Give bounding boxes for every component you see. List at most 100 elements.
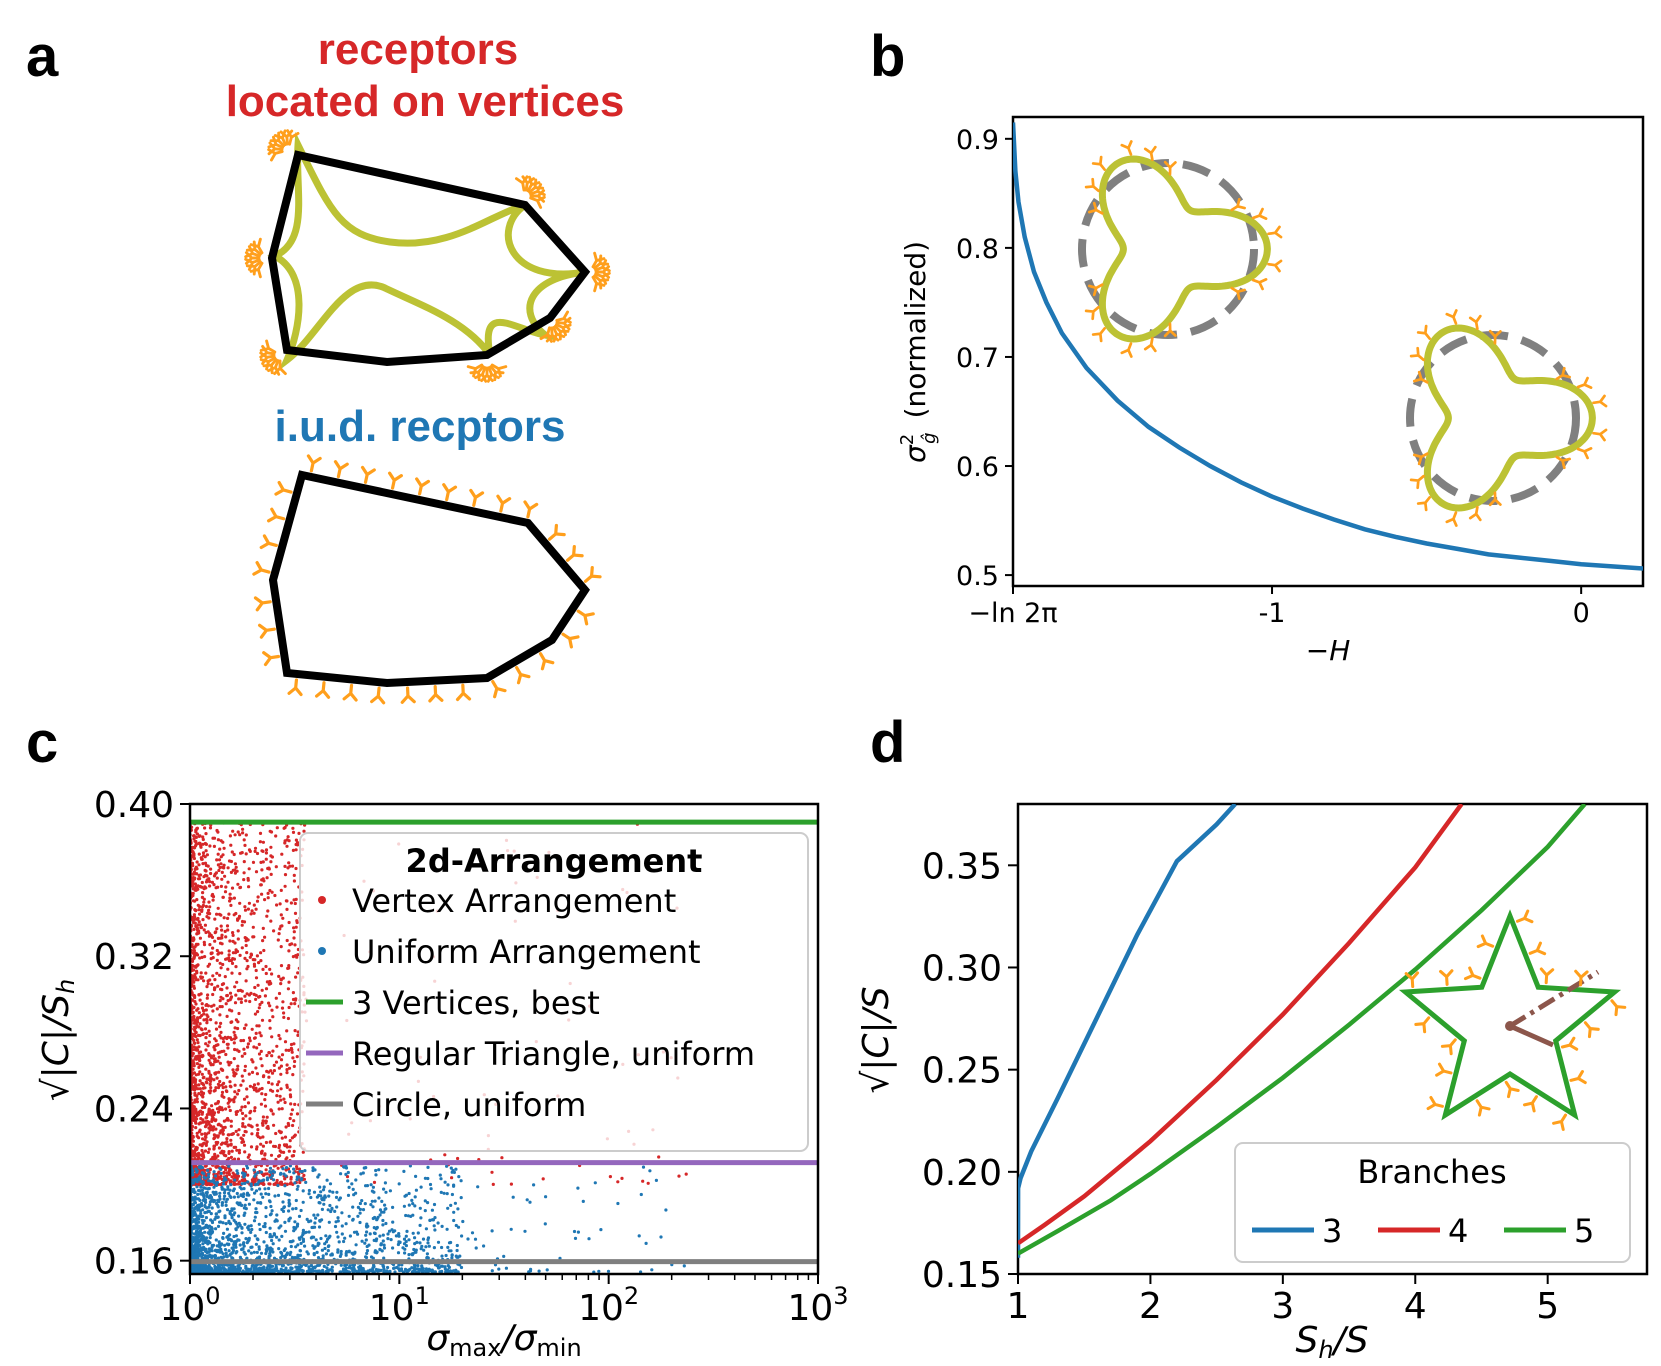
- scatter-point: [255, 1046, 259, 1050]
- scatter-point: [247, 1036, 252, 1040]
- scatter-point: [228, 1210, 232, 1214]
- scatter-point: [192, 1038, 196, 1042]
- scatter-point: [193, 915, 197, 919]
- scatter-point: [423, 1176, 427, 1180]
- scatter-point: [234, 1129, 238, 1133]
- y-label-b-rest: (normalized): [899, 241, 932, 418]
- scatter-point: [558, 1256, 562, 1260]
- scatter-point: [277, 1238, 281, 1242]
- scatter-point: [372, 1231, 377, 1235]
- receptor-icon: [252, 560, 271, 576]
- scatter-point: [334, 1195, 339, 1199]
- scatter-point: [268, 1140, 272, 1144]
- scatter-point: [208, 1128, 212, 1132]
- scatter-point: [229, 1142, 233, 1146]
- scatter-point: [270, 890, 274, 894]
- series-lines-d: [1018, 804, 1587, 1258]
- scatter-point: [445, 1164, 449, 1168]
- series-line-b: [1013, 122, 1643, 571]
- scatter-point: [264, 848, 269, 852]
- scatter-point: [277, 1055, 281, 1059]
- scatter-point: [203, 1176, 207, 1180]
- receptor-icon: [1576, 447, 1593, 460]
- scatter-point: [244, 833, 248, 837]
- scatter-point: [382, 1187, 386, 1191]
- scatter-point: [213, 1088, 217, 1092]
- uniform-receptor-shape: [252, 454, 602, 705]
- scatter-point: [191, 1143, 195, 1147]
- scatter-point: [285, 938, 289, 943]
- scatter-point: [227, 1169, 231, 1173]
- scatter-point: [234, 965, 238, 969]
- scatter-point: [204, 930, 208, 935]
- scatter-point: [407, 1191, 411, 1196]
- scatter-point: [369, 1203, 373, 1207]
- scatter-point: [202, 1186, 206, 1190]
- receptor-icon: [583, 566, 602, 583]
- scatter-point: [256, 1131, 260, 1135]
- legend-marker-c: [318, 896, 326, 904]
- scatter-point: [201, 1208, 205, 1212]
- scatter-point: [394, 1234, 398, 1238]
- scatter-point: [258, 1087, 262, 1091]
- scatter-point: [228, 1008, 232, 1012]
- scatter-point: [224, 1203, 228, 1207]
- scatter-point: [202, 887, 206, 891]
- scatter-point: [218, 1061, 222, 1065]
- scatter-point: [232, 1057, 236, 1061]
- scatter-point: [260, 1064, 264, 1068]
- scatter-point: [207, 1231, 211, 1235]
- scatter-point: [219, 1270, 223, 1274]
- scatter-point: [246, 964, 250, 969]
- scatter-point: [411, 1231, 415, 1235]
- scatter-point: [371, 1216, 375, 1221]
- scatter-point: [405, 1229, 409, 1233]
- scatter-point: [204, 869, 208, 873]
- scatter-point: [301, 1231, 305, 1235]
- scatter-point: [205, 1013, 209, 1017]
- scatter-point: [279, 1064, 283, 1068]
- scatter-point: [211, 892, 215, 897]
- scatter-point: [221, 982, 226, 986]
- scatter-point: [237, 1148, 241, 1152]
- scatter-point: [257, 1247, 261, 1251]
- scatter-point: [203, 1135, 208, 1139]
- scatter-point: [346, 1179, 350, 1183]
- scatter-point: [245, 959, 249, 963]
- scatter-point: [238, 972, 242, 976]
- scatter-point: [250, 1245, 254, 1249]
- scatter-point: [271, 1112, 275, 1116]
- scatter-point: [229, 1265, 233, 1269]
- scatter-point: [282, 1143, 287, 1147]
- scatter-point: [347, 1214, 351, 1218]
- scatter-point: [364, 1255, 369, 1260]
- scatter-point: [276, 1089, 280, 1093]
- scatter-point: [242, 1097, 247, 1101]
- receptor-icon: [442, 483, 458, 502]
- legend-box-c: [299, 832, 809, 1152]
- scatter-point: [204, 1116, 208, 1120]
- scatter-point: [240, 923, 244, 927]
- scatter-point: [523, 1229, 527, 1233]
- scatter-point: [290, 864, 295, 868]
- scatter-point: [295, 1178, 299, 1182]
- scatter-point: [545, 1268, 549, 1272]
- panel-label-d: d: [870, 710, 905, 775]
- scatter-point: [303, 1244, 307, 1248]
- scatter-point: [283, 1192, 288, 1196]
- scatter-point: [267, 1254, 271, 1258]
- scatter-point: [200, 950, 204, 954]
- scatter-point: [227, 1063, 231, 1067]
- scatter-point: [194, 1243, 198, 1247]
- receptor-icon: [1440, 1038, 1457, 1056]
- scatter-point: [238, 885, 243, 890]
- scatter-point: [248, 1117, 252, 1121]
- scatter-point: [433, 1216, 437, 1220]
- scatter-point: [191, 893, 195, 898]
- scatter-point: [193, 973, 197, 977]
- scatter-point: [250, 1178, 254, 1182]
- scatter-point: [201, 903, 205, 908]
- receptor-icon: [1552, 1113, 1568, 1131]
- scatter-point: [285, 907, 289, 912]
- scatter-point: [194, 925, 198, 929]
